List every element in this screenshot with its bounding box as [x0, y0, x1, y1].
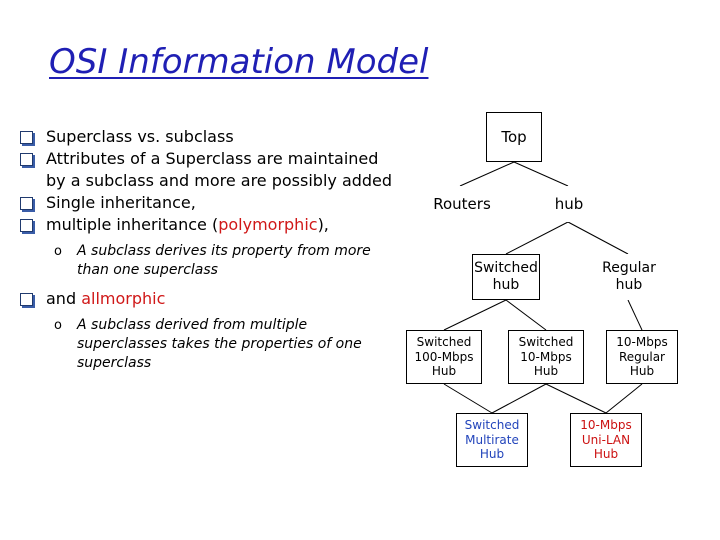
page-title: OSI Information Model	[49, 42, 429, 82]
allmorphic-term: allmorphic	[81, 289, 166, 308]
sub-bullet-text: A subclass derives its property from mor…	[77, 243, 371, 278]
edge-switched-10	[505, 299, 547, 331]
bullet-allmorphic: and allmorphic	[20, 288, 395, 310]
sub-bullet-derives: o A subclass derives its property from m…	[20, 242, 395, 280]
polymorphic-term: polymorphic	[218, 215, 318, 234]
node-top: Top	[486, 112, 542, 162]
node-switched-hub: Switched hub	[472, 254, 540, 300]
bullet-text: multiple inheritance (	[46, 215, 219, 234]
square-bullet-icon	[20, 293, 33, 306]
node-switched-100mbps-hub: Switched 100-Mbps Hub	[406, 330, 482, 384]
bullet-text: and	[46, 289, 82, 308]
bullet-single-inheritance: Single inheritance,	[20, 192, 395, 214]
node-hub: hub	[540, 186, 598, 222]
edge-10-multirate	[491, 383, 547, 414]
edge-top-hub	[513, 161, 569, 187]
square-bullet-icon	[20, 153, 33, 166]
node-switched-multirate-hub: Switched Multirate Hub	[456, 413, 528, 467]
sub-bullet-text: A subclass derived from multiple supercl…	[77, 317, 362, 371]
circle-bullet-icon: o	[54, 244, 62, 259]
edge-regular-10	[627, 299, 643, 331]
node-uni-lan-hub: 10-Mbps Uni-LAN Hub	[570, 413, 642, 467]
square-bullet-icon	[20, 131, 33, 144]
square-bullet-icon	[20, 197, 33, 210]
node-regular-hub: Regular hub	[596, 254, 662, 300]
bullet-attributes: Attributes of a Superclass are maintaine…	[20, 148, 395, 192]
square-bullet-icon	[20, 219, 33, 232]
sub-bullet-derived: o A subclass derived from multiple super…	[20, 316, 395, 373]
node-10mbps-regular-hub: 10-Mbps Regular Hub	[606, 330, 678, 384]
bullet-text: Single inheritance,	[46, 193, 196, 212]
edge-10-unilan	[545, 383, 607, 414]
edge-hub-switched	[505, 221, 569, 255]
edge-top-routers	[459, 161, 515, 187]
bullet-list: Superclass vs. subclass Attributes of a …	[20, 126, 395, 373]
circle-bullet-icon: o	[54, 318, 62, 333]
edge-reg10-unilan	[605, 383, 643, 414]
bullet-superclass: Superclass vs. subclass	[20, 126, 395, 148]
bullet-multiple-inheritance: multiple inheritance (polymorphic),	[20, 214, 395, 236]
node-switched-10mbps-hub: Switched 10-Mbps Hub	[508, 330, 584, 384]
bullet-text: Attributes of a Superclass are maintaine…	[46, 149, 393, 190]
bullet-text: Superclass vs. subclass	[46, 127, 234, 146]
edge-switched-100	[443, 299, 507, 331]
edge-hub-regular	[567, 221, 629, 255]
node-routers: Routers	[420, 186, 504, 222]
bullet-text: ),	[317, 215, 329, 234]
edge-100-multirate	[443, 383, 493, 414]
